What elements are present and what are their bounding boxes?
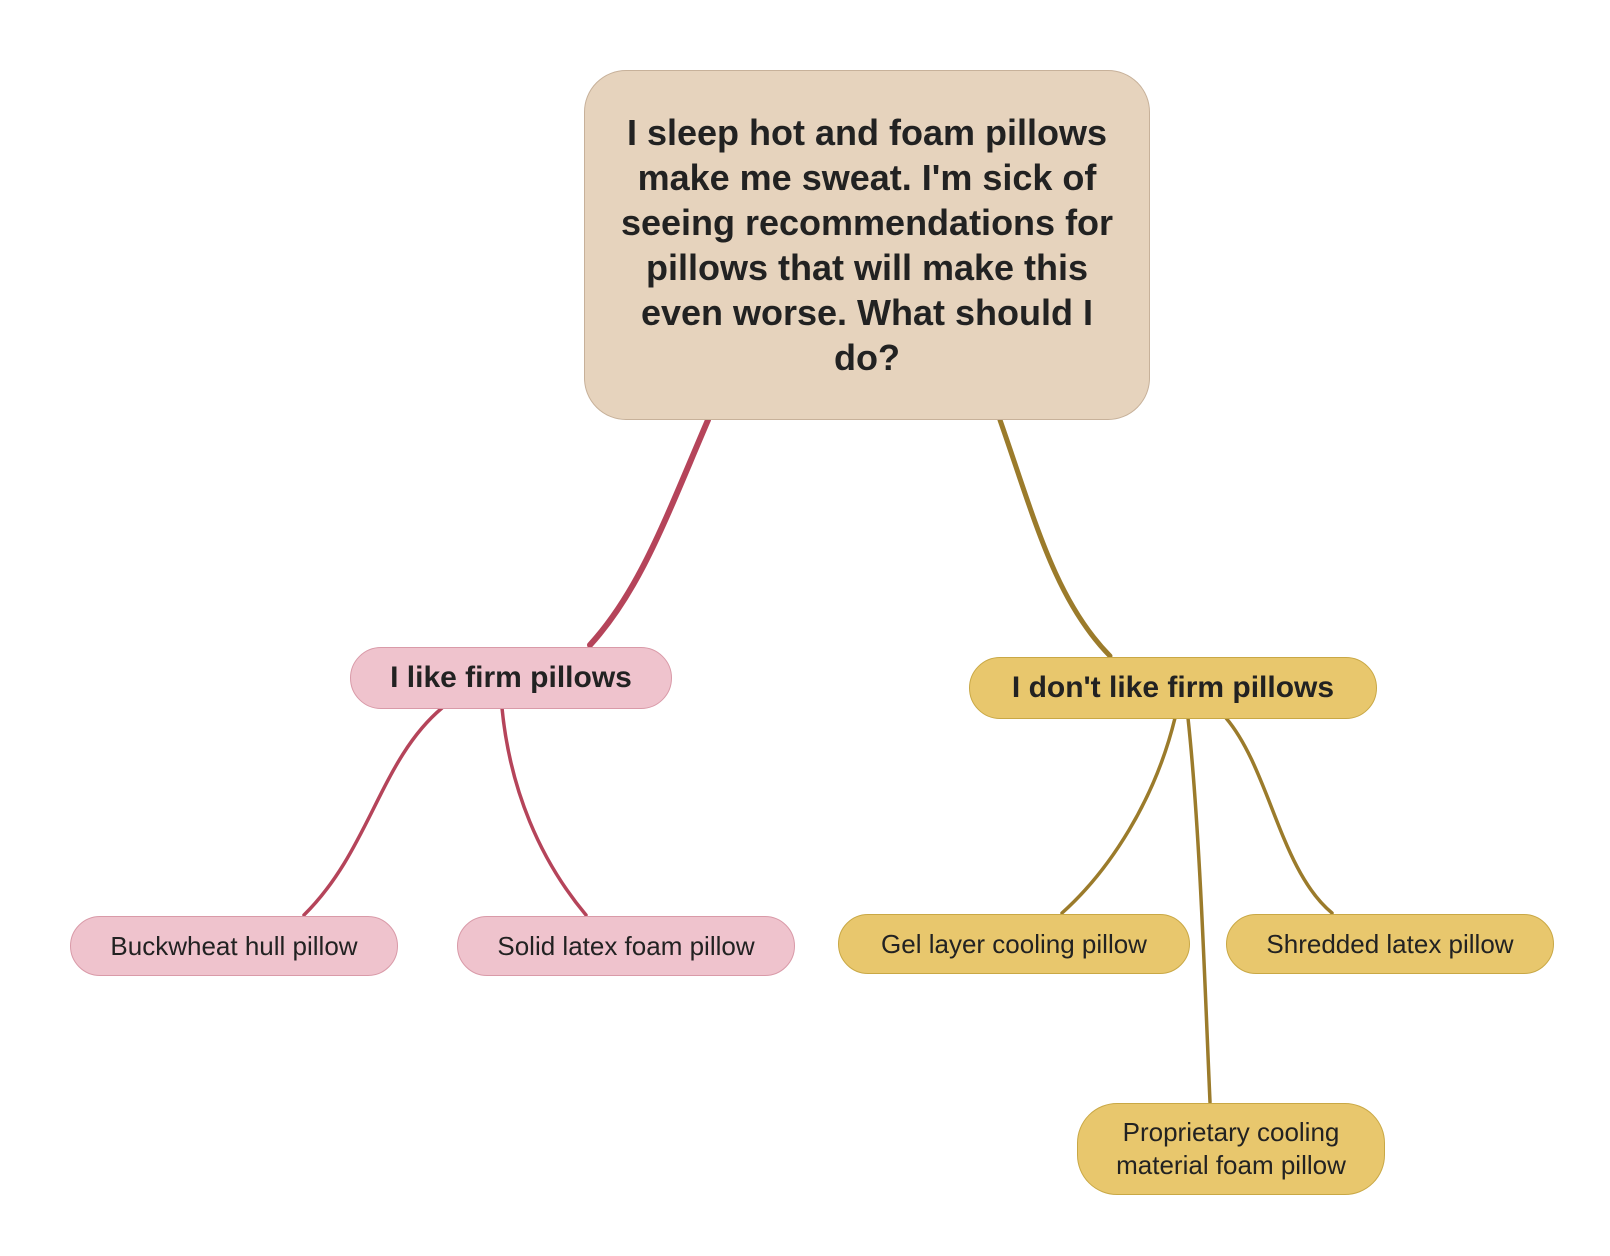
connector-not-firm-to-proprietary [1186, 716, 1212, 1104]
leaf-label-buckwheat: Buckwheat hull pillow [110, 930, 358, 961]
branch-node-not-firm[interactable]: I don't like firm pillows [969, 657, 1377, 719]
connector-not-firm-to-gel [1060, 716, 1177, 915]
leaf-label-proprietary: Proprietary cooling material foam pillow [1116, 1117, 1346, 1180]
connector-firm-to-solid-latex [500, 706, 588, 917]
leaf-node-proprietary[interactable]: Proprietary cooling material foam pillow [1077, 1103, 1385, 1195]
leaf-node-shredded[interactable]: Shredded latex pillow [1226, 914, 1554, 974]
branch-label-firm: I like firm pillows [390, 661, 632, 694]
root-question-text: I sleep hot and foam pillows make me swe… [620, 112, 1114, 378]
connector-firm-to-buckwheat [302, 706, 444, 917]
leaf-node-solid-latex[interactable]: Solid latex foam pillow [457, 916, 795, 976]
connector-root-to-not-firm [997, 417, 1113, 659]
leaf-node-buckwheat[interactable]: Buckwheat hull pillow [70, 916, 398, 976]
leaf-label-gel: Gel layer cooling pillow [881, 928, 1147, 959]
branch-node-firm[interactable]: I like firm pillows [350, 647, 672, 709]
leaf-label-solid-latex: Solid latex foam pillow [497, 930, 755, 961]
leaf-node-gel[interactable]: Gel layer cooling pillow [838, 914, 1190, 974]
connector-not-firm-to-shredded [1224, 716, 1334, 915]
connector-root-to-firm [587, 417, 711, 648]
root-question-node[interactable]: I sleep hot and foam pillows make me swe… [584, 70, 1150, 420]
branch-label-not-firm: I don't like firm pillows [1011, 671, 1335, 704]
leaf-label-shredded: Shredded latex pillow [1266, 928, 1514, 959]
